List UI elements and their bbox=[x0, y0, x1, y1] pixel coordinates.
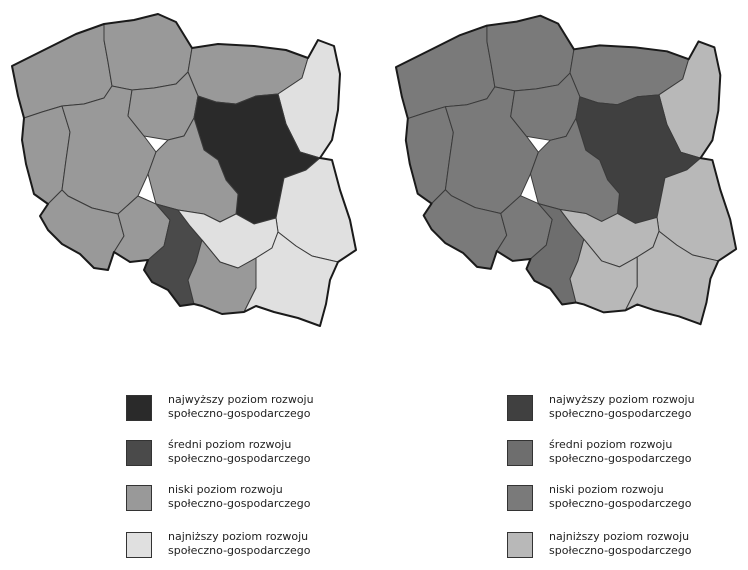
legend-left-item-medium: średni poziom rozwoju społeczno-gospodar… bbox=[126, 438, 366, 478]
legend-label: niski poziom rozwoju społeczno-gospodarc… bbox=[168, 483, 311, 511]
map-left-outline bbox=[11, 13, 357, 327]
legend-label-line1: najwyższy poziom rozwoju bbox=[549, 393, 695, 406]
legend-label: niski poziom rozwoju społeczno-gospodarc… bbox=[549, 483, 692, 511]
legend-label-line2: społeczno-gospodarczego bbox=[168, 544, 311, 557]
legend-swatch bbox=[126, 440, 152, 466]
legend-swatch bbox=[507, 395, 533, 421]
legend-swatch bbox=[507, 485, 533, 511]
legend-swatch bbox=[507, 440, 533, 466]
legend-label-line1: najniższy poziom rozwoju bbox=[168, 530, 309, 543]
legend-label-line2: społeczno-gospodarczego bbox=[168, 407, 311, 420]
legend-right-item-lowest: najniższy poziom rozwoju społeczno-gospo… bbox=[507, 530, 747, 570]
map-right-svg bbox=[394, 14, 738, 326]
map-left-svg bbox=[11, 13, 357, 327]
legend-label-line1: najwyższy poziom rozwoju bbox=[168, 393, 314, 406]
legend-swatch bbox=[126, 395, 152, 421]
legend-label: średni poziom rozwoju społeczno-gospodar… bbox=[549, 438, 692, 466]
legend-right-item-low: niski poziom rozwoju społeczno-gospodarc… bbox=[507, 483, 747, 523]
legend-swatch bbox=[507, 532, 533, 558]
map-right bbox=[392, 0, 748, 335]
legend-left-item-lowest: najniższy poziom rozwoju społeczno-gospo… bbox=[126, 530, 366, 570]
legend-left-item-highest: najwyższy poziom rozwoju społeczno-gospo… bbox=[126, 393, 366, 433]
legend-label-line2: społeczno-gospodarczego bbox=[168, 452, 311, 465]
legend-label-line2: społeczno-gospodarczego bbox=[168, 497, 311, 510]
legend-label: najniższy poziom rozwoju społeczno-gospo… bbox=[168, 530, 311, 558]
legend-label: średni poziom rozwoju społeczno-gospodar… bbox=[168, 438, 311, 466]
legend-label-line2: społeczno-gospodarczego bbox=[549, 407, 692, 420]
legend-label: najniższy poziom rozwoju społeczno-gospo… bbox=[549, 530, 692, 558]
legend-right-item-highest: najwyższy poziom rozwoju społeczno-gospo… bbox=[507, 393, 747, 433]
legend-label-line1: najniższy poziom rozwoju bbox=[549, 530, 690, 543]
legend-label-line1: niski poziom rozwoju bbox=[168, 483, 283, 496]
legend-label-line1: średni poziom rozwoju bbox=[168, 438, 292, 451]
legend-right-item-medium: średni poziom rozwoju społeczno-gospodar… bbox=[507, 438, 747, 478]
map-right-outline bbox=[394, 14, 738, 326]
legend-label-line1: niski poziom rozwoju bbox=[549, 483, 664, 496]
legend-label-line2: społeczno-gospodarczego bbox=[549, 497, 692, 510]
legend-swatch bbox=[126, 532, 152, 558]
legend-left-item-low: niski poziom rozwoju społeczno-gospodarc… bbox=[126, 483, 366, 523]
map-left bbox=[8, 0, 368, 335]
legend-label: najwyższy poziom rozwoju społeczno-gospo… bbox=[549, 393, 695, 421]
legend-label-line2: społeczno-gospodarczego bbox=[549, 544, 692, 557]
legend-label-line2: społeczno-gospodarczego bbox=[549, 452, 692, 465]
legend-label-line1: średni poziom rozwoju bbox=[549, 438, 673, 451]
legend-swatch bbox=[126, 485, 152, 511]
legend-label: najwyższy poziom rozwoju społeczno-gospo… bbox=[168, 393, 314, 421]
